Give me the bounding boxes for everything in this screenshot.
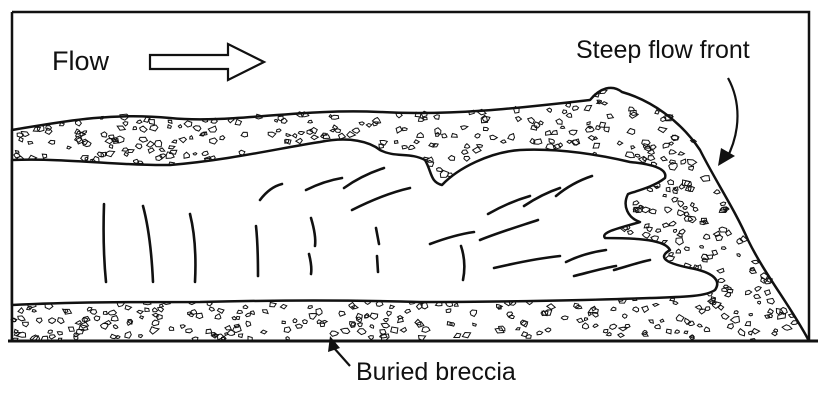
flow-direction-arrow-icon	[150, 44, 264, 80]
flow-label: Flow	[52, 48, 109, 75]
massive-lava-core	[12, 140, 717, 305]
buried-breccia-label: Buried breccia	[356, 360, 516, 385]
flow-front-leader-line	[726, 78, 738, 160]
flow-front-arrowhead-icon	[718, 148, 735, 166]
breccia-leader-line	[334, 348, 350, 366]
steep-flow-front-label: Steep flow front	[576, 38, 750, 63]
